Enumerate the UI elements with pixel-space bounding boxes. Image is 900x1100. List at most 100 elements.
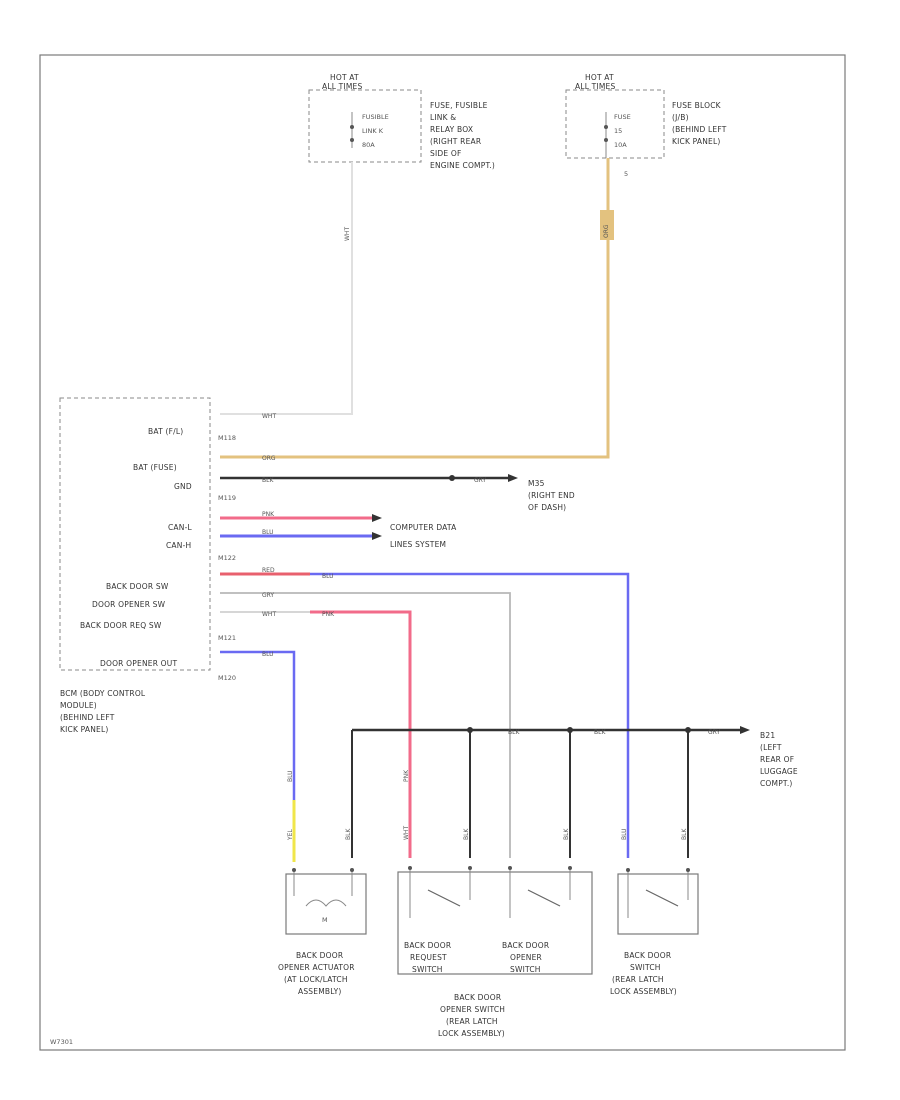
ground-m35-label: M35 (RIGHT END OF DASH) bbox=[528, 479, 575, 512]
svg-text:ALL TIMES: ALL TIMES bbox=[575, 82, 615, 91]
wire-opener-out bbox=[220, 650, 296, 800]
svg-text:LOCK ASSEMBLY): LOCK ASSEMBLY) bbox=[438, 1029, 505, 1038]
svg-text:BACK DOOR SW: BACK DOOR SW bbox=[106, 582, 169, 591]
actuator-label: BACK DOOR OPENER ACTUATOR (AT LOCK/LATCH… bbox=[278, 951, 355, 996]
wire-opener-sw bbox=[220, 592, 511, 858]
svg-text:BLK: BLK bbox=[681, 828, 688, 840]
svg-text:CAN-L: CAN-L bbox=[168, 523, 192, 532]
svg-text:15: 15 bbox=[614, 127, 622, 135]
ground-arrow-m35 bbox=[508, 474, 518, 482]
svg-text:GND: GND bbox=[174, 482, 192, 491]
opener-group-label: BACK DOOR OPENER SWITCH (REAR LATCH LOCK… bbox=[438, 993, 505, 1038]
svg-text:SWITCH: SWITCH bbox=[510, 965, 541, 974]
svg-text:LOCK ASSEMBLY): LOCK ASSEMBLY) bbox=[610, 987, 677, 996]
svg-text:(BEHIND LEFT: (BEHIND LEFT bbox=[672, 125, 727, 134]
svg-text:BACK DOOR: BACK DOOR bbox=[502, 941, 549, 950]
ground-arrow-b21 bbox=[740, 726, 750, 734]
svg-text:M121: M121 bbox=[218, 634, 236, 642]
svg-text:BACK DOOR: BACK DOOR bbox=[404, 941, 451, 950]
request-switch-label: BACK DOOR REQUEST SWITCH bbox=[404, 941, 451, 974]
svg-text:(REAR LATCH: (REAR LATCH bbox=[446, 1017, 498, 1026]
svg-text:RELAY BOX: RELAY BOX bbox=[430, 125, 473, 134]
svg-text:WHT: WHT bbox=[403, 826, 410, 840]
svg-text:CAN-H: CAN-H bbox=[166, 541, 191, 550]
back-door-switch bbox=[617, 868, 699, 935]
wire-req-sw-pink bbox=[310, 610, 412, 858]
svg-text:BLU: BLU bbox=[262, 651, 274, 658]
svg-text:BLU: BLU bbox=[621, 828, 628, 840]
svg-text:OPENER ACTUATOR: OPENER ACTUATOR bbox=[278, 963, 355, 972]
frame-id: W7301 bbox=[50, 1038, 73, 1046]
bcm-module: BAT (F/L) BAT (FUSE) GND CAN-L CAN-H BAC… bbox=[59, 397, 236, 682]
diagram-frame bbox=[39, 54, 846, 1051]
svg-text:BLK: BLK bbox=[262, 477, 274, 484]
svg-text:KICK PANEL): KICK PANEL) bbox=[60, 725, 109, 734]
svg-text:10A: 10A bbox=[614, 141, 627, 149]
svg-text:COMPUTER DATA: COMPUTER DATA bbox=[390, 523, 457, 532]
svg-text:SWITCH: SWITCH bbox=[630, 963, 661, 972]
svg-text:M120: M120 bbox=[218, 674, 236, 682]
svg-text:BAT (F/L): BAT (F/L) bbox=[148, 427, 183, 436]
svg-text:BLK: BLK bbox=[463, 828, 470, 840]
svg-text:FUSIBLE: FUSIBLE bbox=[362, 113, 389, 121]
svg-text:OPENER SWITCH: OPENER SWITCH bbox=[440, 1005, 505, 1014]
svg-text:RED: RED bbox=[262, 567, 275, 574]
svg-text:ORG: ORG bbox=[603, 224, 610, 238]
svg-text:BACK DOOR REQ SW: BACK DOOR REQ SW bbox=[80, 621, 162, 630]
svg-text:(AT LOCK/LATCH: (AT LOCK/LATCH bbox=[284, 975, 348, 984]
svg-text:DOOR OPENER OUT: DOOR OPENER OUT bbox=[100, 659, 177, 668]
svg-text:LINK K: LINK K bbox=[362, 127, 384, 135]
wire-back-door-sw-blue bbox=[310, 572, 630, 858]
back-door-switch-label: BACK DOOR SWITCH (REAR LATCH LOCK ASSEMB… bbox=[610, 951, 677, 996]
svg-text:BLU: BLU bbox=[262, 529, 274, 536]
svg-text:FUSE: FUSE bbox=[614, 113, 631, 121]
svg-text:BLK: BLK bbox=[508, 729, 520, 736]
svg-text:(RIGHT END: (RIGHT END bbox=[528, 491, 575, 500]
bcm-name: BCM (BODY CONTROL MODULE) (BEHIND LEFT K… bbox=[60, 689, 146, 734]
svg-text:M122: M122 bbox=[218, 554, 236, 562]
fuse-block-box: HOT AT ALL TIMES FUSE 15 10A bbox=[565, 73, 665, 159]
svg-text:FUSE, FUSIBLE: FUSE, FUSIBLE bbox=[430, 101, 488, 110]
svg-text:B21: B21 bbox=[760, 731, 775, 740]
svg-text:YEL: YEL bbox=[287, 829, 294, 841]
svg-text:WHT: WHT bbox=[262, 611, 276, 618]
svg-text:(REAR LATCH: (REAR LATCH bbox=[612, 975, 664, 984]
svg-text:(BEHIND LEFT: (BEHIND LEFT bbox=[60, 713, 115, 722]
svg-text:LUGGAGE: LUGGAGE bbox=[760, 767, 798, 776]
svg-text:M35: M35 bbox=[528, 479, 545, 488]
svg-text:REQUEST: REQUEST bbox=[410, 953, 447, 962]
svg-text:BLU: BLU bbox=[287, 770, 294, 782]
svg-text:GRY: GRY bbox=[708, 729, 720, 736]
svg-text:PNK: PNK bbox=[403, 769, 410, 782]
svg-text:GRY: GRY bbox=[474, 477, 486, 484]
svg-text:SIDE OF: SIDE OF bbox=[430, 149, 462, 158]
wire-bat-fl-feed bbox=[220, 162, 353, 415]
svg-text:KICK PANEL): KICK PANEL) bbox=[672, 137, 721, 146]
svg-text:BLK: BLK bbox=[563, 828, 570, 840]
svg-text:REAR OF: REAR OF bbox=[760, 755, 794, 764]
opener-switch-label: BACK DOOR OPENER SWITCH bbox=[502, 941, 549, 974]
svg-text:OF DASH): OF DASH) bbox=[528, 503, 566, 512]
svg-text:ASSEMBLY): ASSEMBLY) bbox=[298, 987, 342, 996]
svg-text:COMPT.): COMPT.) bbox=[760, 779, 793, 788]
ground-b21-label: B21 (LEFT REAR OF LUGGAGE COMPT.) bbox=[760, 731, 798, 788]
svg-text:5: 5 bbox=[624, 170, 628, 178]
svg-text:ALL TIMES: ALL TIMES bbox=[322, 82, 362, 91]
svg-text:FUSE BLOCK: FUSE BLOCK bbox=[672, 101, 722, 110]
opener-actuator: M bbox=[285, 868, 367, 935]
svg-text:BCM (BODY CONTROL: BCM (BODY CONTROL bbox=[60, 689, 146, 698]
svg-text:M118: M118 bbox=[218, 434, 236, 442]
svg-text:PNK: PNK bbox=[322, 611, 335, 618]
svg-text:(LEFT: (LEFT bbox=[760, 743, 782, 752]
data-lines-label: COMPUTER DATA LINES SYSTEM bbox=[390, 523, 457, 549]
svg-text:BLK: BLK bbox=[345, 828, 352, 840]
svg-text:BAT (FUSE): BAT (FUSE) bbox=[133, 463, 177, 472]
svg-text:LINES SYSTEM: LINES SYSTEM bbox=[390, 540, 446, 549]
svg-text:SWITCH: SWITCH bbox=[412, 965, 443, 974]
svg-text:WHT: WHT bbox=[262, 413, 276, 420]
svg-text:ORG: ORG bbox=[262, 455, 276, 462]
svg-text:ENGINE COMPT.): ENGINE COMPT.) bbox=[430, 161, 495, 170]
svg-text:OPENER: OPENER bbox=[510, 953, 542, 962]
svg-text:PNK: PNK bbox=[262, 511, 275, 518]
svg-text:BLU: BLU bbox=[322, 573, 334, 580]
